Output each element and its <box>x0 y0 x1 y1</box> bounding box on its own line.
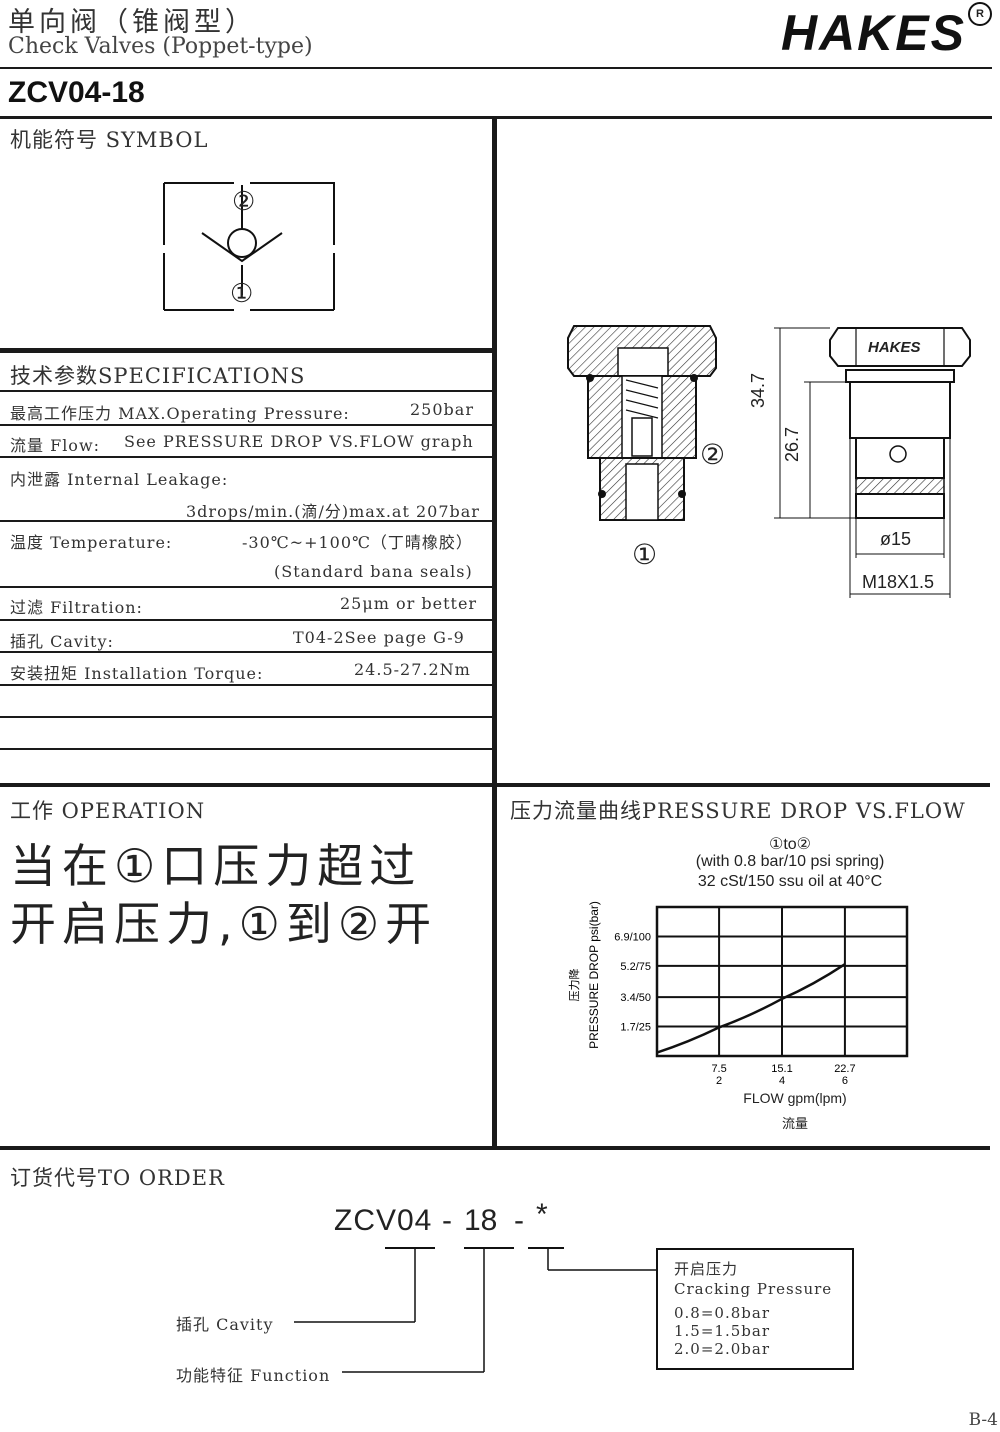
spec-value: See PRESSURE DROP VS.FLOW graph <box>124 432 474 451</box>
column-divider-top <box>492 118 497 783</box>
part-brand-label: HAKES <box>868 339 921 356</box>
graph-caption-ports: ①to② <box>768 836 812 853</box>
x-tick-label-lpm: 15.1 <box>771 1063 792 1075</box>
page-title-cn: 单向阀（锥阀型） <box>8 7 256 38</box>
drawing-port-2: ② <box>700 439 726 470</box>
spec-row-pressure: 最高工作压力 MAX.Operating Pressure: 250bar <box>10 400 490 424</box>
y-tick-label: 5.2/75 <box>620 961 651 973</box>
page-number: B-4 <box>968 1410 998 1430</box>
x-axis-label-en: FLOW gpm(lpm) <box>743 1090 847 1106</box>
dimension-total-length: 34.7 <box>748 372 768 408</box>
dimension-body-length: 26.7 <box>782 426 802 462</box>
x-tick-label-lpm: 22.7 <box>834 1063 855 1075</box>
check-valve-symbol <box>162 182 336 311</box>
operation-text-line2: 开启压力,①到②开 <box>10 897 438 951</box>
column-divider-bottom <box>492 786 497 1148</box>
spec-row-leakage: 内泄露 Internal Leakage: <box>10 466 490 490</box>
box-title-cn: 开启压力 <box>674 1260 739 1278</box>
chart-grid <box>655 905 909 1058</box>
x-tick-label-gpm: 4 <box>779 1075 785 1087</box>
order-leader-lines <box>294 1247 656 1373</box>
operation-text-line1: 当在①口压力超过 <box>10 839 422 893</box>
graph-label: 压力流量曲线PRESSURE DROP VS.FLOW <box>510 799 966 823</box>
order-code-dash-1: - <box>442 1204 452 1237</box>
spec-name: 最高工作压力 MAX.Operating Pressure: <box>10 404 350 423</box>
symbol-port-2: ② <box>232 186 256 216</box>
spec-value: 24.5-27.2Nm <box>354 660 471 679</box>
y-tick-label: 3.4/50 <box>620 992 651 1004</box>
order-divider <box>0 1146 990 1150</box>
spec-value: 25μm or better <box>340 594 478 613</box>
spec-line <box>0 619 494 621</box>
y-tick-label: 1.7/25 <box>620 1022 651 1034</box>
box-option-2: 1.5=1.5bar <box>674 1322 770 1340</box>
spec-line <box>0 684 494 686</box>
order-code-model: ZCV04 <box>334 1204 433 1237</box>
model-number: ZCV04-18 <box>8 76 145 109</box>
model-divider <box>0 116 992 119</box>
brand-logo: HAKES <box>780 5 966 61</box>
spec-name: 内泄露 Internal Leakage: <box>10 470 229 489</box>
dimension-diameter: ø15 <box>880 529 912 549</box>
x-axis-label-cn: 流量 <box>781 1116 808 1131</box>
cracking-pressure-box: 开启压力 Cracking Pressure 0.8=0.8bar 1.5=1.… <box>656 1248 854 1370</box>
order-function-label: 功能特征 Function <box>176 1366 331 1385</box>
order-label: 订货代号TO ORDER <box>10 1166 225 1190</box>
x-tick-labels: 7.52 15.14 22.76 <box>711 1063 855 1087</box>
x-tick-label-gpm: 6 <box>842 1075 848 1087</box>
spec-value: 250bar <box>410 400 474 419</box>
y-axis-label-cn: 压力降 <box>567 969 581 1002</box>
order-cavity-label: 插孔 Cavity <box>176 1315 274 1334</box>
series-line <box>656 963 846 1054</box>
y-tick-labels: 6.9/100 5.2/75 3.4/50 1.7/25 <box>614 931 651 1033</box>
spec-value: T04-2See page G-9 <box>293 628 465 647</box>
registered-mark-icon: R <box>968 2 992 26</box>
spec-line <box>0 390 494 392</box>
spec-name: 插孔 Cavity: <box>10 632 114 651</box>
spec-value: (Standard bana seals) <box>274 562 473 581</box>
specs-top-divider <box>0 348 494 353</box>
graph-caption-oil: 32 cSt/150 ssu oil at 40°C <box>697 873 883 890</box>
order-code-star: * <box>536 1198 548 1231</box>
y-tick-label: 6.9/100 <box>614 931 651 943</box>
order-code-cavity: 18 <box>464 1204 498 1237</box>
spec-value: 3drops/min.(滴/分)max.at 207bar <box>186 502 480 521</box>
specs-label: 技术参数SPECIFICATIONS <box>10 364 306 388</box>
x-tick-label-lpm: 7.5 <box>711 1063 726 1075</box>
spec-line <box>0 520 494 522</box>
spec-value: -30℃~+100℃（丁晴橡胶） <box>242 533 473 552</box>
dimension-thread: M18X1.5 <box>862 572 935 592</box>
x-tick-label-gpm: 2 <box>716 1075 722 1087</box>
spec-row-torque: 安装扭矩 Installation Torque: 24.5-27.2Nm <box>10 660 490 684</box>
order-code-dash-2: - <box>514 1204 524 1237</box>
box-title-en: Cracking Pressure <box>674 1280 833 1298</box>
spec-line <box>0 456 494 458</box>
spec-line <box>0 651 494 653</box>
cartridge-drawing <box>567 325 971 598</box>
spec-name: 流量 Flow: <box>10 436 101 455</box>
spec-row-flow: 流量 Flow: See PRESSURE DROP VS.FLOW graph <box>10 432 490 456</box>
page-title-en: Check Valves (Poppet-type) <box>8 34 313 59</box>
symbol-port-1: ① <box>230 278 254 308</box>
header-divider <box>0 67 992 69</box>
spec-row-filtration: 过滤 Filtration: 25μm or better <box>10 594 490 618</box>
spec-line <box>0 586 494 588</box>
spec-name: 过滤 Filtration: <box>10 598 143 617</box>
spec-name: 温度 Temperature: <box>10 533 173 552</box>
y-axis-label-en: PRESSURE DROP psi(bar) <box>587 901 601 1049</box>
spec-row-temperature: 温度 Temperature: -30℃~+100℃（丁晴橡胶） <box>10 529 490 553</box>
spec-name: 安装扭矩 Installation Torque: <box>10 664 264 683</box>
box-option-1: 0.8=0.8bar <box>674 1304 770 1322</box>
spec-row-cavity: 插孔 Cavity: T04-2See page G-9 <box>10 628 490 652</box>
symbol-label: 机能符号 SYMBOL <box>10 128 209 152</box>
graph-caption-spring: (with 0.8 bar/10 psi spring) <box>695 853 885 870</box>
middle-divider <box>0 783 990 787</box>
spec-line <box>0 716 494 718</box>
spec-line <box>0 424 494 426</box>
drawing-port-1: ① <box>632 539 658 570</box>
operation-label: 工作 OPERATION <box>10 799 206 823</box>
box-option-3: 2.0=2.0bar <box>674 1340 770 1358</box>
spec-line <box>0 748 494 750</box>
